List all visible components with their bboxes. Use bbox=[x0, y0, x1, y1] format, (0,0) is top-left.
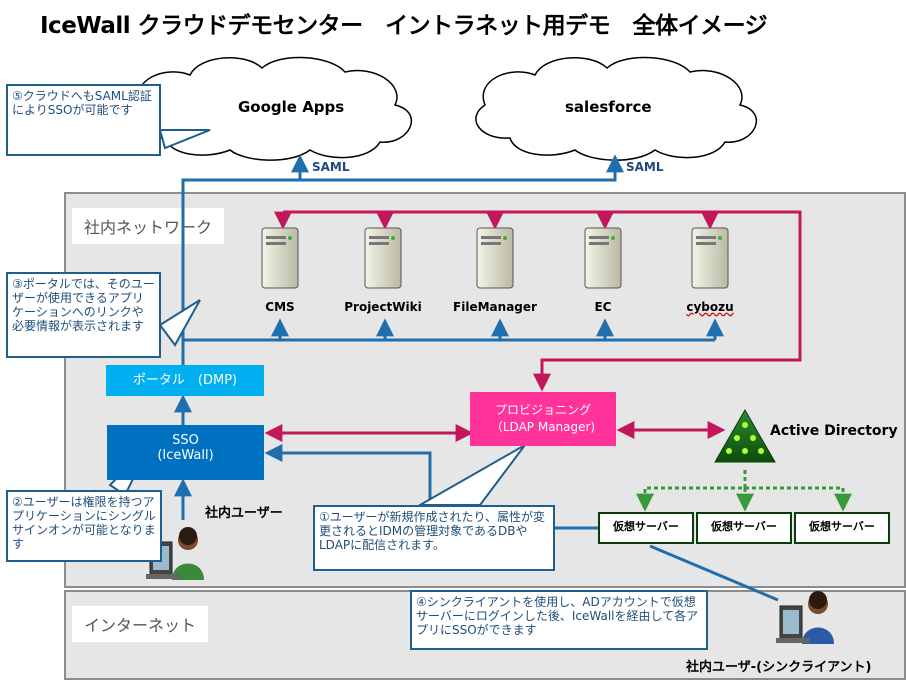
virtual-server-2[interactable]: 仮想サーバー bbox=[696, 512, 792, 544]
server-label-filemanager: FileManager bbox=[453, 300, 537, 314]
intranet-zone-label: 社内ネットワーク bbox=[72, 208, 225, 244]
server-filemanager-icon bbox=[476, 227, 514, 289]
server-ec-icon bbox=[584, 227, 622, 289]
server-label-cms: CMS bbox=[265, 300, 295, 314]
saml-label-salesforce: SAML bbox=[626, 160, 664, 174]
internal-user-label: 社内ユーザー bbox=[205, 506, 283, 521]
provisioning-box[interactable]: プロビジョニング （LDAP Manager) bbox=[470, 392, 616, 446]
provisioning-line1: プロビジョニング bbox=[494, 403, 591, 417]
callout-3-portal: ③ポータルでは、そのユーザーが使用できるアプリケーションへのリンクや必要情報が表… bbox=[6, 272, 161, 358]
virtual-server-1[interactable]: 仮想サーバー bbox=[598, 512, 694, 544]
server-cms-icon bbox=[261, 227, 299, 289]
provisioning-line2: （LDAP Manager) bbox=[490, 420, 596, 434]
server-cybozu-icon bbox=[691, 227, 729, 289]
thin-client-user-label: 社内ユーザ-(シンクライアント) bbox=[686, 660, 872, 675]
user-thin-client-icon bbox=[776, 591, 834, 644]
callout-1-idm: ①ユーザーが新規作成されたり、属性が変更されるとIDMの管理対象であるDBやLD… bbox=[313, 505, 555, 571]
server-projectwiki-icon bbox=[364, 227, 402, 289]
callout-4-thin-client: ④シンクライアントを使用し、ADアカウントで仮想サーバーにログインした後、Ice… bbox=[410, 590, 708, 650]
cloud-salesforce-icon bbox=[475, 56, 758, 161]
virtual-server-3[interactable]: 仮想サーバー bbox=[794, 512, 890, 544]
active-directory-label: Active Directory bbox=[770, 423, 898, 439]
server-label-projectwiki: ProjectWiki bbox=[344, 300, 422, 314]
internet-zone-label: インターネット bbox=[72, 606, 209, 642]
cloud-salesforce-label: salesforce bbox=[565, 98, 652, 116]
callout-2-sso: ②ユーザーは権限を持つアプリケーションにシングルサインオンが可能となります bbox=[6, 490, 162, 562]
sso-line2: (IceWall) bbox=[157, 448, 214, 463]
saml-label-google: SAML bbox=[312, 160, 350, 174]
server-label-ec: EC bbox=[594, 300, 612, 314]
active-directory-icon bbox=[714, 408, 776, 463]
server-label-cybozu: cybozu bbox=[686, 300, 734, 314]
portal-dmp-box[interactable]: ポータル (DMP) bbox=[106, 365, 264, 396]
cloud-google-apps-label: Google Apps bbox=[238, 98, 345, 116]
sso-line1: SSO bbox=[172, 433, 199, 448]
callout-5-cloud-saml: ⑤クラウドへもSAML認証によりSSOが可能です bbox=[6, 84, 161, 156]
page-title: IceWall クラウドデモセンター イントラネット用デモ 全体イメージ bbox=[40, 13, 768, 39]
sso-icewall-box[interactable]: SSO (IceWall) bbox=[107, 425, 264, 480]
